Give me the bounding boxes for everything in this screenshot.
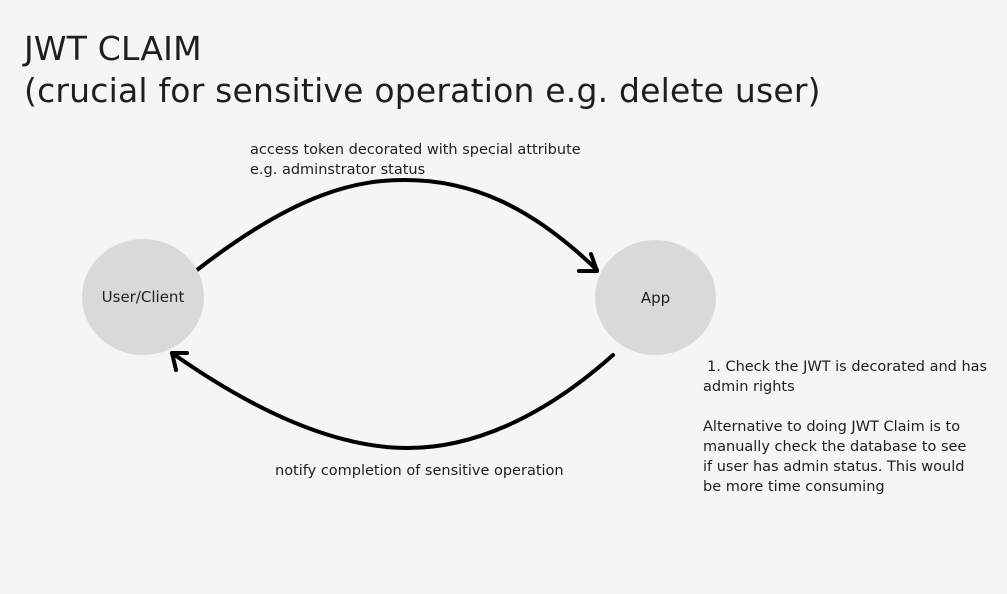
title-line-1: JWT CLAIM [24,29,202,68]
alt-line-2: manually check the database to see [703,439,967,455]
response-edge-label: notify completion of sensitive operation [275,463,564,479]
response-arrow [170,351,615,451]
request-label-line-2: e.g. adminstrator status [250,162,426,178]
alt-line-3: if user has admin status. This would [703,459,965,475]
request-arrowhead [577,252,599,273]
request-arrow [195,177,599,272]
title-line-2: (crucial for sensitive operation e.g. de… [24,71,821,110]
diagram-title: JWT CLAIM (crucial for sensitive operati… [24,28,821,112]
user-client-node: User/Client [82,239,204,355]
app-check-note: 1. Check the JWT is decorated and has ad… [703,357,987,497]
user-client-label: User/Client [101,288,185,306]
alt-line-1: Alternative to doing JWT Claim is to [703,419,961,435]
request-label-line-1: access token decorated with special attr… [250,142,581,158]
response-arrowhead [170,351,189,372]
alt-line-4: be more time consuming [703,479,885,495]
app-node: App [595,240,716,355]
request-edge-label: access token decorated with special attr… [250,140,581,180]
note-spacer [703,397,987,417]
app-label: App [640,288,671,307]
check-line-2: admin rights [703,379,795,395]
check-line-1: 1. Check the JWT is decorated and has [707,359,988,375]
